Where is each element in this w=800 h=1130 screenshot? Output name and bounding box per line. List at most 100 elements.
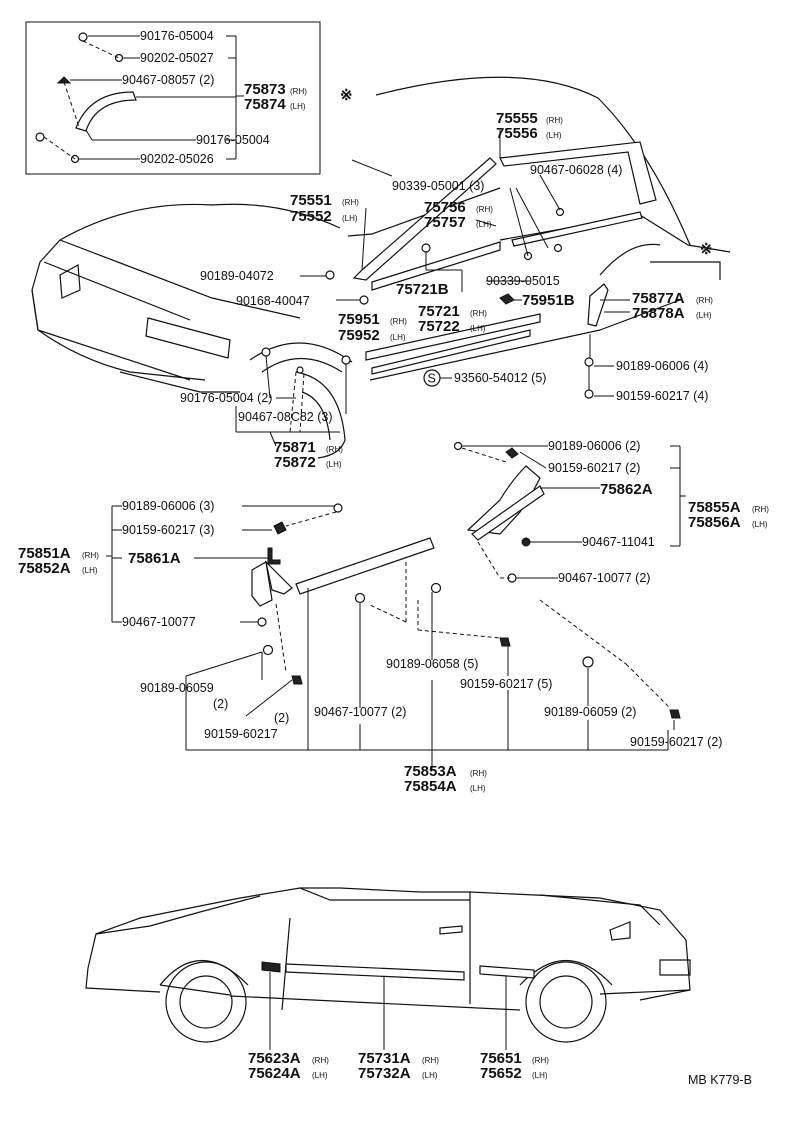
label-75877A: 75877A xyxy=(632,290,685,307)
rocker-molding-lower-part xyxy=(371,329,531,375)
label-75757: 75757 xyxy=(424,214,466,231)
tag-rh: (RH) xyxy=(532,1056,549,1065)
label-b-90159-60217-5: 90159-60217 (5) xyxy=(460,677,552,691)
inset-lh-tag: (LH) xyxy=(290,102,306,111)
label-b-90159-60217: 90159-60217 xyxy=(204,727,278,741)
screw-icon xyxy=(273,521,287,535)
tag-lh: (LH) xyxy=(476,220,492,229)
label-75555: 75555 xyxy=(496,110,538,127)
roof-mark-symbol: ※ xyxy=(340,87,353,104)
upper-car-drawing: S ※ ※ 75555 (RH) 75556 (LH) xyxy=(31,76,731,471)
door-molding-part xyxy=(285,963,465,981)
label-75851A: 75851A xyxy=(18,545,71,562)
label-75624A: 75624A xyxy=(248,1065,301,1082)
label-93560-54012: 93560-54012 (5) xyxy=(454,371,546,385)
label-75872: 75872 xyxy=(274,454,316,471)
label-l-90467-10077: 90467-10077 xyxy=(122,615,196,629)
label-l-90159-60217-3: 90159-60217 (3) xyxy=(122,523,214,537)
tag-rh: (RH) xyxy=(470,769,487,778)
roof-garnish-part xyxy=(75,91,137,132)
front-mudguard-part xyxy=(251,561,273,607)
clip-icon xyxy=(257,617,267,627)
label-75951: 75951 xyxy=(338,311,380,328)
label-75862A: 75862A xyxy=(600,481,653,498)
tag-rh: (RH) xyxy=(326,445,343,454)
label-75721: 75721 xyxy=(418,303,460,320)
label-b-qty2a: (2) xyxy=(213,697,228,711)
pillar-molding-part xyxy=(352,157,497,281)
label-75871: 75871 xyxy=(274,439,316,456)
front-mudguard-lower-part xyxy=(264,560,293,595)
tag-lh: (LH) xyxy=(422,1071,438,1080)
tag-rh: (RH) xyxy=(422,1056,439,1065)
inset-label-p4: 90176-05004 xyxy=(196,133,270,147)
label-75731A: 75731A xyxy=(358,1050,411,1067)
label-75853A: 75853A xyxy=(404,763,457,780)
label-75551: 75551 xyxy=(290,192,332,209)
label-b-90189-06059-2: 90189-06059 (2) xyxy=(544,705,636,719)
label-90176-05004-2: 90176-05004 (2) xyxy=(180,391,272,405)
clip-icon xyxy=(584,357,594,367)
clip-icon xyxy=(333,503,343,513)
label-75756: 75756 xyxy=(424,199,466,216)
belt-molding-rear-part xyxy=(511,211,643,247)
clip-icon xyxy=(325,270,335,280)
label-90339-05015: 90339-05015 xyxy=(486,274,560,288)
clip-icon xyxy=(341,355,351,365)
label-75721B: 75721B xyxy=(396,281,449,298)
clip-icon xyxy=(35,132,45,142)
label-75952: 75952 xyxy=(338,327,380,344)
tag-lh: (LH) xyxy=(752,520,768,529)
inset-label-p3: 90467-08057 (2) xyxy=(122,73,214,87)
inset-main-rh: 75873 xyxy=(244,81,286,98)
clip-icon xyxy=(296,366,304,374)
label-75951B: 75951B xyxy=(522,292,575,309)
rear-mudguard-lower-part xyxy=(471,485,545,541)
rocker-molding-part xyxy=(365,313,541,361)
clip-icon xyxy=(354,592,366,604)
label-l-90189-06006-3: 90189-06006 (3) xyxy=(122,499,214,513)
label-b-90189-06059: 90189-06059 xyxy=(140,681,214,695)
tag-lh: (LH) xyxy=(696,311,712,320)
clip-icon xyxy=(499,293,515,305)
clip-icon xyxy=(582,656,594,668)
clip-icon xyxy=(114,53,124,63)
screw-icon xyxy=(291,675,303,685)
tag-lh: (LH) xyxy=(342,214,358,223)
label-90339-05001: 90339-05001 (3) xyxy=(392,179,484,193)
tag-lh: (LH) xyxy=(470,324,486,333)
inset-label-p1: 90176-05004 xyxy=(140,29,214,43)
front-wheel-icon xyxy=(165,961,247,1043)
label-75856A: 75856A xyxy=(688,514,741,531)
label-75651: 75651 xyxy=(480,1050,522,1067)
side-view-car: 75623A (RH) 75624A (LH) 75731A (RH) 7573… xyxy=(85,887,752,1087)
label-b-90159-60217-2: 90159-60217 (2) xyxy=(630,735,722,749)
inset-rh-tag: (RH) xyxy=(290,87,307,96)
tag-rh: (RH) xyxy=(390,317,407,326)
label-r-90189-06006-2: 90189-06006 (2) xyxy=(548,439,640,453)
reference-code: MB K779-B xyxy=(688,1073,752,1087)
tag-rh: (RH) xyxy=(546,116,563,125)
clip-icon xyxy=(553,243,563,253)
tag-rh: (RH) xyxy=(470,309,487,318)
clip-icon xyxy=(521,537,531,547)
inset-label-p2: 90202-05027 xyxy=(140,51,214,65)
tag-lh: (LH) xyxy=(326,460,342,469)
rear-mark-symbol: ※ xyxy=(700,241,713,258)
label-b-qty2b: (2) xyxy=(274,711,289,725)
clip-icon xyxy=(261,347,271,357)
label-r-90159-60217-2: 90159-60217 (2) xyxy=(548,461,640,475)
clip-icon xyxy=(430,582,442,594)
clip-icon xyxy=(453,441,463,451)
quarter-molding-part xyxy=(479,965,535,979)
rear-wheel-icon xyxy=(525,961,607,1043)
label-90159-60217-4: 90159-60217 (4) xyxy=(616,389,708,403)
label-90467-06028: 90467-06028 (4) xyxy=(530,163,622,177)
clip-icon xyxy=(262,644,274,656)
tag-rh: (RH) xyxy=(82,551,99,560)
screw-icon xyxy=(669,709,681,719)
inset-main-lh: 75874 xyxy=(244,96,286,113)
label-75861A: 75861A xyxy=(128,550,181,567)
tag-rh: (RH) xyxy=(752,505,769,514)
